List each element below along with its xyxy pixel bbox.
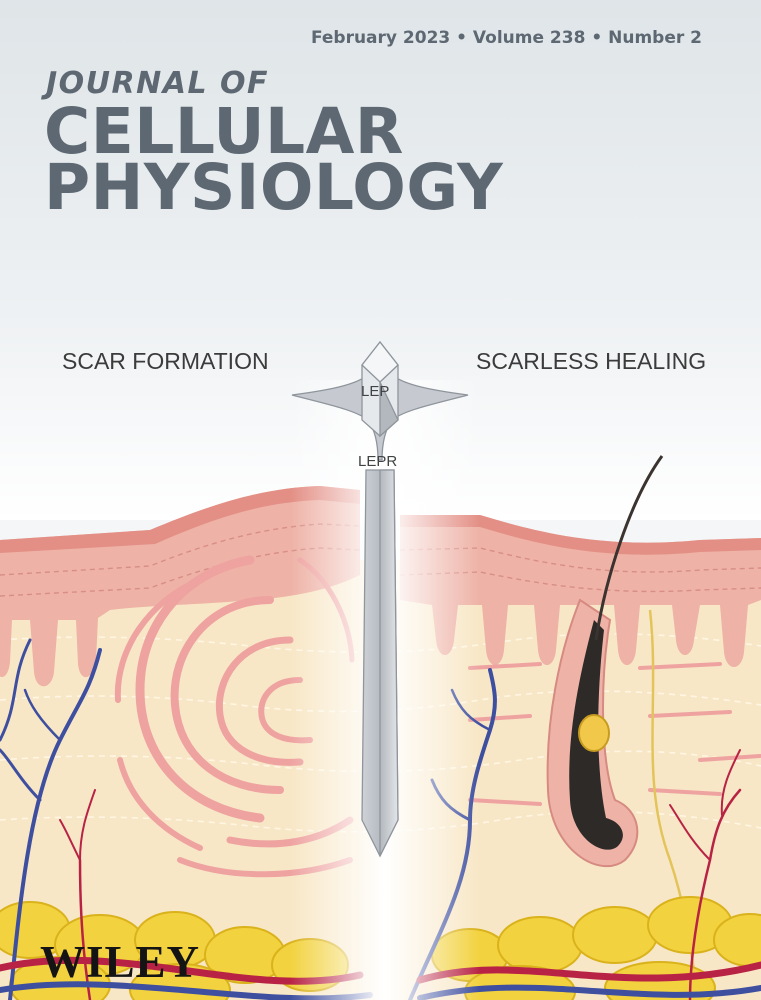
publisher-logo: WILEY <box>40 937 201 987</box>
epidermis-right-dashes <box>399 547 761 593</box>
journal-title-prefix: JOURNAL OF <box>46 66 270 101</box>
sword-icon <box>291 340 469 858</box>
issue-info: February 2023 • Volume 238 • Number 2 <box>310 28 702 48</box>
epidermis-left-surface <box>0 486 360 553</box>
scarless-healing-label: SCARLESS HEALING <box>476 348 707 374</box>
epidermis-right-surface <box>400 515 761 555</box>
journal-title-line2: PHYSIOLOGY <box>44 151 504 224</box>
hair-follicle-icon <box>546 455 664 868</box>
scar-formation-label: SCAR FORMATION <box>62 348 269 374</box>
lepr-label: LEPR <box>358 453 398 470</box>
journal-title-line1: CELLULAR <box>44 95 404 168</box>
epidermis-left-dashes <box>0 523 361 597</box>
lep-label: LEP <box>361 383 390 400</box>
